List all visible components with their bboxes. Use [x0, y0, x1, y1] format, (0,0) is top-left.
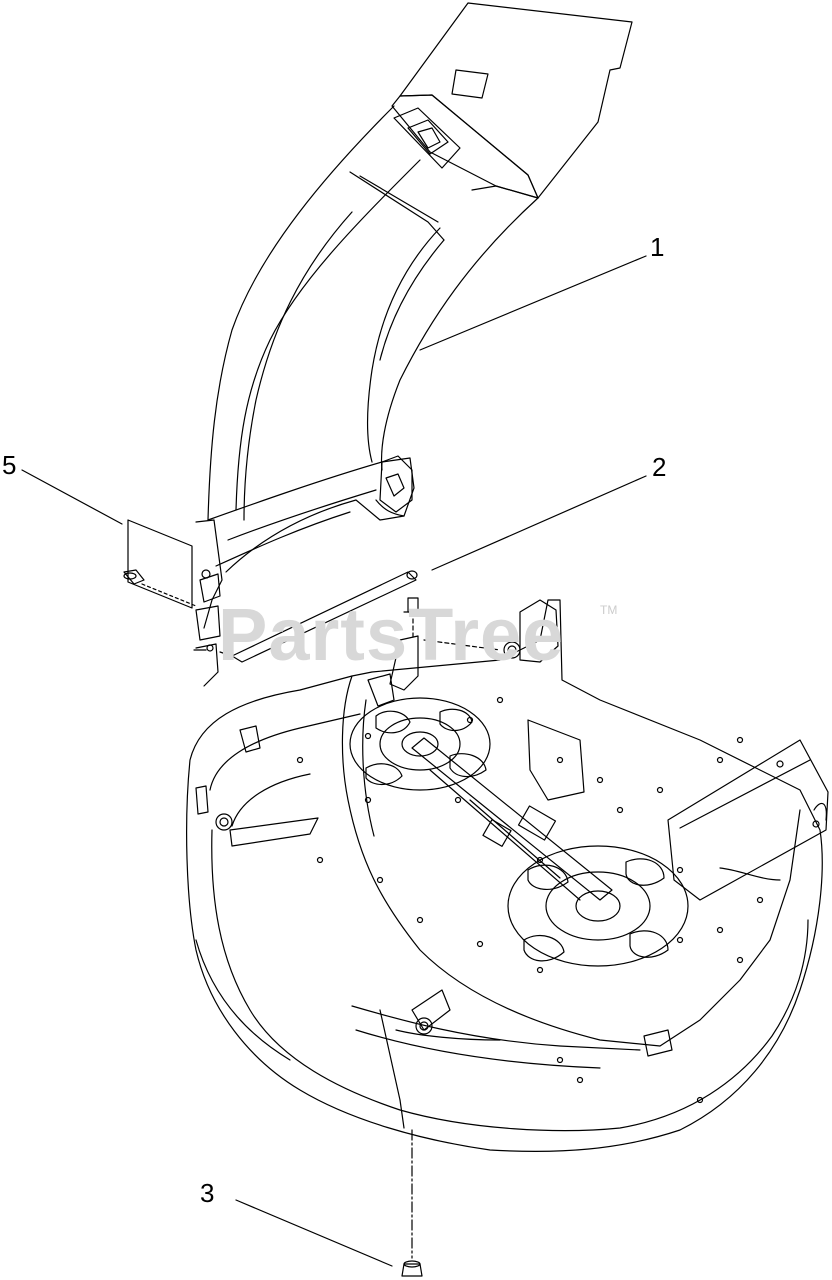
callout-1-chute: 1: [650, 232, 665, 262]
hinge-rod: [219, 570, 501, 663]
callout-3-nut: 3: [200, 1178, 215, 1208]
partstree-watermark: PartsTree: [218, 593, 565, 676]
leader-2: [431, 475, 647, 571]
discharge-chute: [193, 2, 633, 687]
callout-2-hinge-rod: 2: [652, 452, 667, 482]
deck-nut: [401, 1129, 423, 1277]
callout-5-decal: 5: [2, 450, 17, 480]
leader-lines: [21, 255, 647, 1267]
leader-5: [21, 469, 123, 525]
leader-3: [235, 1199, 393, 1267]
trademark-symbol: TM: [600, 603, 618, 617]
mower-deck: [186, 599, 829, 1152]
decal-plate: [123, 519, 197, 609]
leader-1: [419, 255, 647, 351]
